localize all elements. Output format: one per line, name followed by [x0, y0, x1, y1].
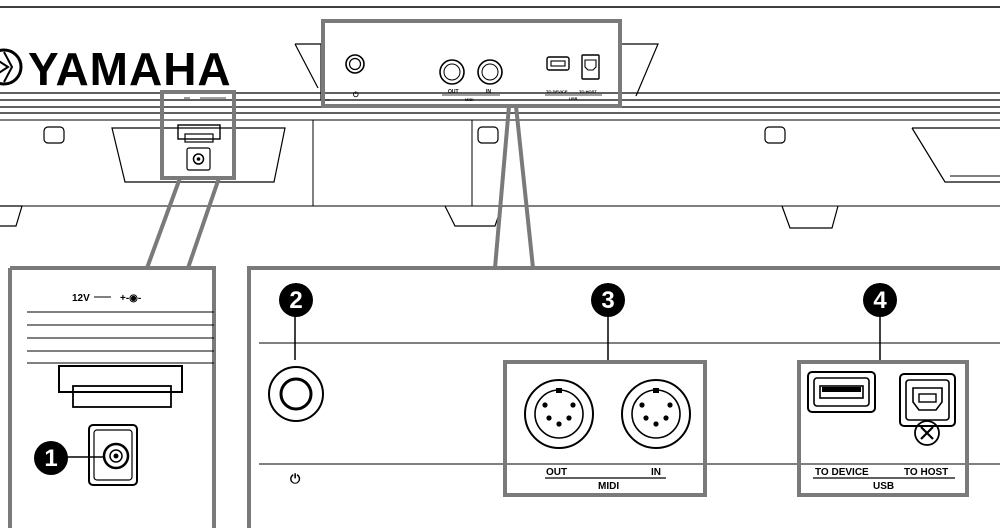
usb-frame: [797, 360, 969, 497]
dc-in-voltage: 12V: [72, 293, 90, 304]
midi-out-small: OUT: [448, 89, 459, 95]
dc-in-overview: [177, 97, 226, 171]
usb-to-device-port: [807, 371, 876, 413]
brand-wordmark: YAMAHA: [28, 43, 232, 95]
svg-text:1: 1: [44, 445, 57, 472]
midi-in-small: IN: [486, 89, 491, 95]
midi-frame: [503, 360, 707, 497]
usb-to-device-label: TO DEVICE: [815, 467, 869, 478]
dc-in-polarity: +-◉-: [120, 293, 141, 304]
svg-text:3: 3: [601, 287, 614, 314]
badge-3: 3: [591, 283, 625, 317]
power-switch: [279, 377, 313, 411]
midi-out-label: OUT: [546, 467, 567, 478]
usb-small: USB: [569, 96, 578, 101]
midi-out-port: [524, 379, 594, 449]
usb-detail: 4 TO DEVICE TO HOST USB: [797, 283, 969, 497]
svg-text:4: 4: [873, 287, 887, 314]
callout-frames: [8, 19, 1000, 528]
power-switch-ring: [268, 366, 324, 422]
midi-small: MIDI: [465, 97, 473, 102]
badge-2: 2: [279, 283, 313, 317]
usb-to-host-port: [899, 373, 956, 446]
badge-4: 4: [863, 283, 897, 317]
brand-logo: YAMAHA: [0, 43, 232, 95]
midi-in-port: [621, 379, 691, 449]
power-symbol-small: ⏻: [353, 91, 359, 99]
to-device-small: TO DEVICE: [546, 89, 568, 94]
badge-1: 1: [34, 441, 68, 475]
midi-detail: 3 OUT IN MIDI: [503, 283, 707, 497]
dc-in-highlight: [160, 90, 236, 180]
dc-in-detail: 12V +-◉- 1: [27, 293, 214, 486]
midi-label: MIDI: [598, 481, 619, 492]
dc-in-jack-plate: [88, 424, 138, 486]
svg-text:2: 2: [289, 287, 302, 314]
usb-label: USB: [873, 481, 894, 492]
power-symbol-label: ⏻: [290, 471, 301, 486]
connector-highlight: [321, 19, 622, 108]
connector-strip-overview: ⏻ OUT IN MIDI TO DEVICE TO HOST USB: [345, 54, 602, 102]
midi-in-label: IN: [651, 467, 661, 478]
to-host-small: TO HOST: [579, 89, 597, 94]
usb-to-host-label: TO HOST: [904, 467, 948, 478]
power-detail: 2 ⏻: [259, 283, 1000, 486]
dc-in-jack: [102, 442, 130, 470]
